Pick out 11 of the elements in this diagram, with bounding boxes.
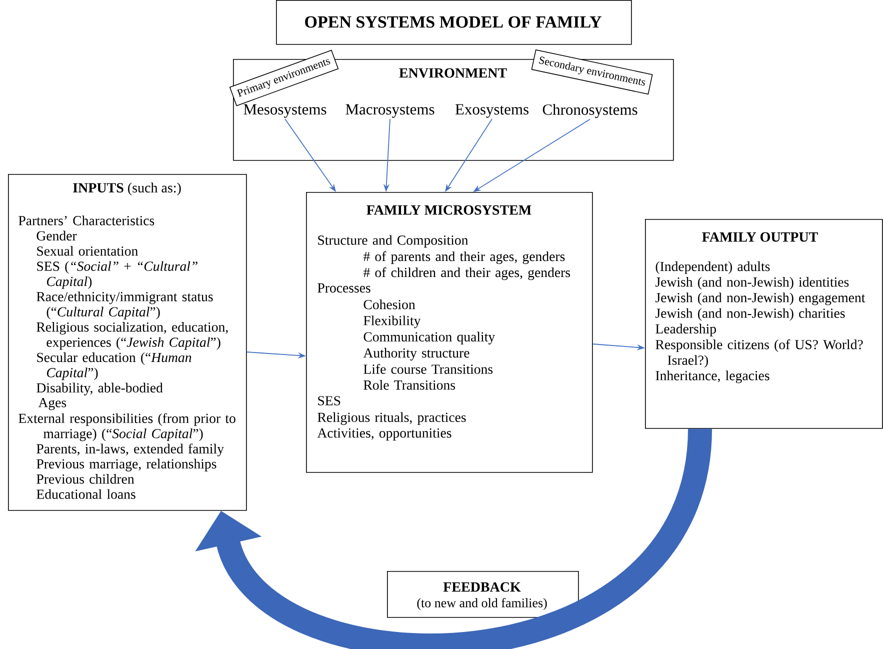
title-box: OPEN SYSTEMS MODEL OF FAMILY <box>276 0 632 45</box>
system-label: Macrosystems <box>346 104 434 118</box>
microsystem-box: FAMILY MICROSYSTEM Structure and Composition # of parents and their ages, genders # of children and their ages, genders Processes Cohesion Flexibility Communication quality Authority structure Life course Transitions Role Transitions SES Religious rituals, practices Activities, opportunities <box>306 192 593 473</box>
inputs-box: INPUTS (such as:) Partners’ Characteristics Gender Sexual orientation SES (“Social” + “Cultural” Capital) Race/ethnicity/immigrant status (“Cultural Capital”) Religious socialization, education, experiences (“Jewish Capital”) Secular education (“Human Capital”) Disability, able-bodied Ages External responsibilities (from prior to marriage) (“Social Capital”) Parents, in-laws, extended family Previous marriage, relationships Previous children Educational loans <box>8 174 247 511</box>
system-label: Chronosystems <box>542 104 638 118</box>
system-label: Exosystems <box>455 104 528 118</box>
feedback-box: FEEDBACK (to new and old families) <box>387 571 579 618</box>
tilted-label-box: Secondary environments <box>531 49 653 95</box>
output-box: FAMILY OUTPUT (Independent) adults Jewish (and non-Jewish) identities Jewish (and non-Jewish) engagement Jewish (and non-Jewish) charities Leadership Responsible citizens (of US? World? Israel?) Inheritance, legacies <box>645 219 883 429</box>
system-label: Mesosystems <box>244 104 326 118</box>
curved-arrow <box>195 427 712 649</box>
